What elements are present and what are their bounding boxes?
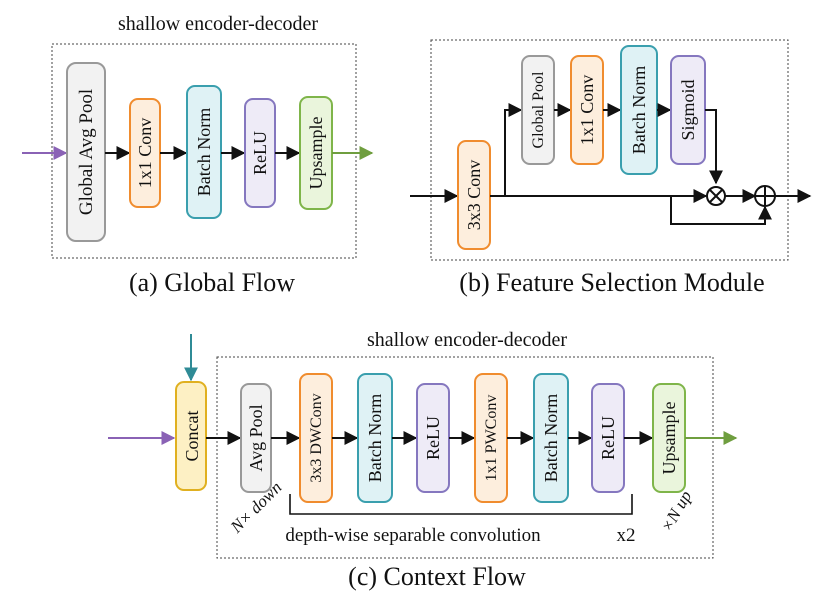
dwconv-label: 3x3 DWConv <box>308 393 325 482</box>
batch-norm-1-label: Batch Norm <box>365 394 385 482</box>
pwconv-label: 1x1 PWConv <box>483 395 500 482</box>
context-flow-dotted-frame <box>216 356 714 559</box>
dws-conv-label: depth-wise separable convolution <box>285 525 541 546</box>
avg-pool-label: Avg Pool <box>246 404 266 471</box>
context-upsample-label: Upsample <box>659 401 679 474</box>
fsm-sigmoid-label: Sigmoid <box>678 79 698 140</box>
global-flow-group-label: shallow encoder-decoder <box>118 13 318 35</box>
fsm-branch-to-global-pool <box>490 103 523 197</box>
fsm-conv3x3-label: 3x3 Conv <box>464 160 484 231</box>
context-flow-panel: shallow encoder-decoder Concat Avg Pool … <box>108 329 738 591</box>
global-flow-dotted-frame <box>51 43 357 259</box>
feature-selection-dotted-frame <box>430 39 789 261</box>
global-flow-caption: (a) Global Flow <box>129 268 295 297</box>
context-flow-caption: (c) Context Flow <box>348 562 526 591</box>
concat-block <box>175 381 207 491</box>
relu-2-label: ReLU <box>598 416 618 460</box>
global-avg-pool-label: Global Avg Pool <box>76 89 97 215</box>
global-flow-panel: shallow encoder-decoder Global Avg Pool … <box>22 13 374 297</box>
fsm-conv1x1-label: 1x1 Conv <box>577 75 597 146</box>
relu-label: ReLU <box>250 131 270 175</box>
fsm-skip-to-add <box>670 196 772 225</box>
context-flow-group-label: shallow encoder-decoder <box>367 329 567 351</box>
batch-norm-label: Batch Norm <box>194 108 214 196</box>
relu-1-label: ReLU <box>423 416 443 460</box>
fsm-global-pool-label: Global Pool <box>530 71 547 148</box>
upsample-label: Upsample <box>306 116 326 189</box>
batch-norm-2-label: Batch Norm <box>541 394 561 482</box>
fsm-arrow-sigmoid-to-multiply <box>705 109 723 185</box>
feature-selection-panel: 3x3 Conv Global Pool 1x1 Conv Batch Norm… <box>410 39 812 297</box>
feature-selection-caption: (b) Feature Selection Module <box>459 268 764 297</box>
concat-label: Concat <box>182 411 202 462</box>
repeat-label: x2 <box>617 525 636 546</box>
up-label: ×N up <box>657 487 695 535</box>
dws-conv-bracket <box>289 494 633 515</box>
fsm-multiply-glyph-b <box>709 189 723 203</box>
fsm-batch-norm-label: Batch Norm <box>629 66 649 154</box>
conv1x1-label: 1x1 Conv <box>135 118 155 189</box>
